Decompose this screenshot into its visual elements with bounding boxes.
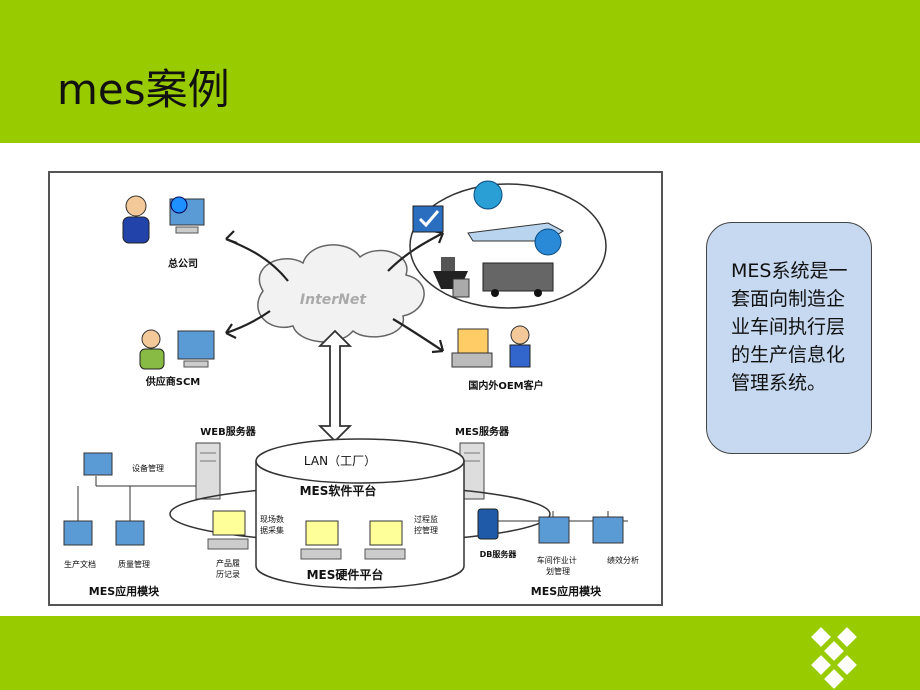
lan-platform: LAN（工厂） MES软件平台 MES硬件平台 [169, 438, 551, 589]
mes-app-right-label: MES应用模块 [531, 584, 602, 598]
oem-label: 国内外OEM客户 [468, 379, 543, 392]
internet-cloud: InterNet [257, 244, 425, 343]
shopfloor-collect-label: 现场数 据采集 [260, 514, 287, 535]
process-control-label: 过程监 控管理 [414, 514, 441, 535]
process-control-line: 控管理 [414, 525, 438, 535]
software-platform-label: MES软件平台 [300, 483, 377, 498]
lan-label: LAN（工厂） [304, 454, 376, 468]
headquarters-node: 总公司 [122, 195, 205, 270]
web-server-node: WEB服务器 [195, 425, 257, 500]
right-app-modules: DB服务器 车间作业计 划管理 绩效分析 MES应用模块 [477, 508, 639, 598]
product-record-label: 产品履 历记录 [216, 558, 243, 579]
production-doc-label: 生产文档 [64, 559, 96, 569]
left-app-modules: 设备管理 生产文档 质量管理 MES应用模块 [63, 452, 196, 598]
workshop-plan-line: 划管理 [546, 566, 570, 576]
cloud-label: InterNet [300, 292, 367, 308]
mes-architecture-diagram: InterNet 总公司 供应商SCM [48, 171, 663, 606]
performance-label: 绩效分析 [607, 555, 639, 565]
product-record-line: 历记录 [216, 570, 240, 579]
mes-app-left-label: MES应用模块 [89, 584, 160, 598]
lan-arrow [317, 329, 353, 443]
web-server-label: WEB服务器 [200, 425, 256, 438]
footer-band [0, 616, 920, 690]
db-server-label: DB服务器 [480, 549, 518, 559]
mes-server-label: MES服务器 [455, 425, 510, 438]
workshop-plan-line: 车间作业计 [537, 555, 577, 565]
callout-box: MES系统是一套面向制造企业车间执行层的生产信息化管理系统。 [706, 222, 872, 454]
shopfloor-collect-line: 据采集 [260, 525, 284, 535]
shopfloor-collect-line: 现场数 [260, 514, 284, 524]
product-record-line: 产品履 [216, 558, 240, 568]
diamond-pattern-icon [811, 627, 857, 689]
headquarters-label: 总公司 [168, 257, 198, 270]
logistics-cluster [409, 180, 607, 309]
callout-text: MES系统是一套面向制造企业车间执行层的生产信息化管理系统。 [731, 260, 848, 394]
workshop-plan-label: 车间作业计 划管理 [537, 555, 580, 576]
title-band [0, 0, 920, 143]
process-control-line: 过程监 [414, 514, 438, 524]
supplier-node: 供应商SCM [139, 329, 215, 388]
connection-arrows [225, 229, 445, 354]
platform-terminals: 产品履 历记录 现场数 据采集 过程监 控管理 [207, 510, 441, 579]
hardware-platform-label: MES硬件平台 [307, 567, 384, 582]
equipment-mgmt-label: 设备管理 [132, 463, 164, 473]
slide-title: mes案例 [57, 65, 230, 114]
supplier-label: 供应商SCM [145, 375, 201, 388]
quality-mgmt-label: 质量管理 [118, 559, 150, 569]
oem-node: 国内外OEM客户 [451, 325, 544, 392]
